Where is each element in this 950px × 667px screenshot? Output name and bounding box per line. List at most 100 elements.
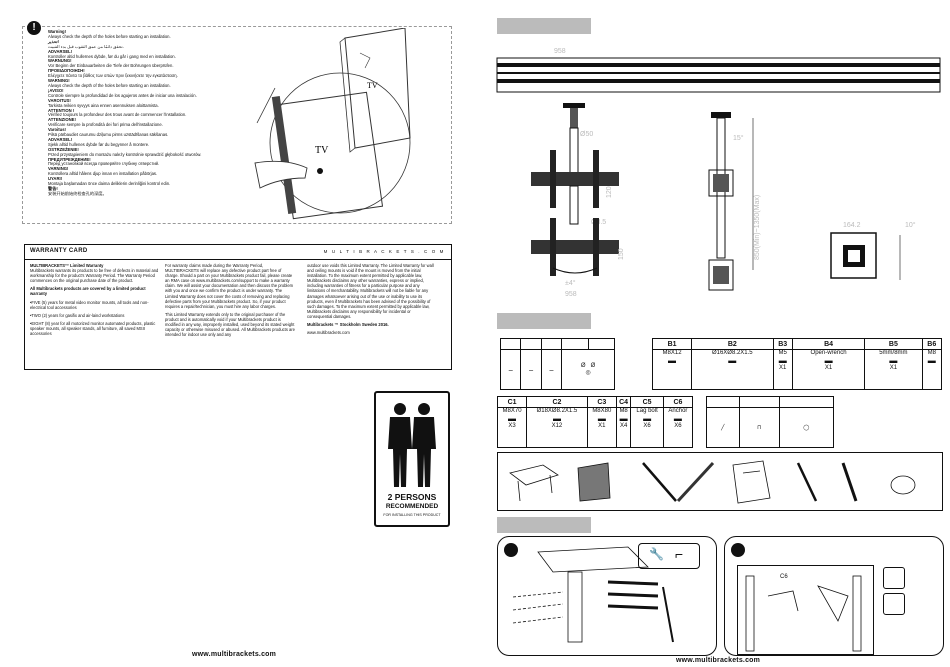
part-b3-spec: M5 xyxy=(778,350,787,356)
part-b2-cell: Ø16XØ8.2X1.5▬ xyxy=(691,349,774,390)
part-c2-icon: ▬ xyxy=(552,414,561,423)
warning-heading: ADVARSEL! xyxy=(48,136,73,142)
part-c4-code: C4 xyxy=(615,396,632,408)
warning-line: Verificare sempre la profondità dei fori… xyxy=(48,122,163,128)
part-b6-spec: M8 xyxy=(927,350,936,356)
components-illustration xyxy=(509,460,916,504)
warranty-coverage-eight: •EIGHT (8) year for all motorized monito… xyxy=(30,320,156,337)
part-c6-qty: X6 xyxy=(674,423,682,429)
warning-line: Vor Beginn der Einbauarbeiten die Tiefe … xyxy=(48,63,174,69)
warning-line: Montaja başlamadan önce daima deliklerin… xyxy=(48,181,171,187)
part-c5-spec: Lag bolt xyxy=(636,408,658,414)
two-persons-badge: 2 PERSONS RECOMMENDED FOR INSTALLING THI… xyxy=(374,391,450,527)
plate-view-drawing: 164.2 10° xyxy=(830,221,916,280)
front-view-drawing: Ø50 120 Ø8.5 150 ±4° 958 xyxy=(531,103,625,298)
part-c2-spec: Ø18XØ8.2X1.5 xyxy=(536,408,578,414)
components-box xyxy=(497,452,943,511)
warning-line: Controle siempre la profundidad de los a… xyxy=(48,92,197,98)
part-c6-code: C6 xyxy=(662,396,694,408)
two-persons-icon xyxy=(388,403,436,487)
warranty-purchaser-text: This Limited Warranty extends only to th… xyxy=(165,311,295,338)
warning-heading: ATTENTION ! xyxy=(48,107,75,113)
part-b3-code: B3 xyxy=(772,338,793,350)
persons-count: 2 PERSONS xyxy=(387,492,437,502)
part-c1-icon: ▬ xyxy=(508,414,517,423)
warning-heading: Warning! xyxy=(48,29,66,34)
part-a2-screw-icon: ⚊ xyxy=(520,349,542,390)
warranty-outdoor-text: outdoor use voids this Limited Warranty.… xyxy=(307,263,434,319)
part-b5-spec: 5mm/8mm xyxy=(879,350,908,356)
part-c3-qty: X1 xyxy=(598,423,606,429)
warranty-card: WARRANTY CARD M U L T I B R A C K E T S … xyxy=(24,244,452,370)
step-1-marker xyxy=(504,543,518,557)
section-header-dimensions xyxy=(497,18,591,34)
part-c3-code: C3 xyxy=(586,396,617,408)
warning-heading: VARNING! xyxy=(48,166,69,172)
persons-note: FOR INSTALLING THIS PRODUCT xyxy=(383,513,441,517)
tv-label-small: TV xyxy=(367,81,378,90)
part-b5-icon: ▬ xyxy=(889,356,898,365)
warranty-card-title: WARRANTY CARD xyxy=(30,248,88,254)
part-c4-cell: M8▬X4 xyxy=(615,407,632,448)
part-c5-code: C5 xyxy=(630,396,664,408)
part-b2-code: B2 xyxy=(691,338,774,350)
dimension-120-label: 120 xyxy=(606,186,613,198)
warning-line: تحقق دائمًا من عمق الثقوب قبل بدء التثبي… xyxy=(48,43,124,49)
warning-line: Always check the depth of the holes befo… xyxy=(48,33,171,39)
washer-b-label: Ø xyxy=(590,363,596,369)
warranty-column-2: For warranty claims made during the Warr… xyxy=(165,263,295,340)
part-a1-screw-icon: ⚊ xyxy=(499,349,522,390)
warning-line: Sjekk alltid hullenes dybde før du begyn… xyxy=(48,141,150,147)
part-b1-cell: M8X12▬ xyxy=(651,349,693,390)
step-2-illustration: C6 xyxy=(745,574,862,652)
warranty-url: www.multibrackets.com xyxy=(307,330,350,336)
step-1-tools: 🔧 ⌐ xyxy=(638,543,700,569)
warning-line: Vérifiez toujours la profondeur des trou… xyxy=(48,112,187,118)
part-c6-spec: Anchor xyxy=(668,408,688,414)
part-c4-spec: M8 xyxy=(619,408,628,414)
part-b5-cell: 5mm/8mm▬X1 xyxy=(864,349,923,390)
warranty-card-brand: M U L T I B R A C K E T S . C O M xyxy=(323,249,445,254)
parts-table-a: ⚊ ⚊ ⚊ Ø Ø◎ xyxy=(499,338,616,390)
right-footer-url: www.multibrackets.com xyxy=(676,657,761,664)
part-c5-icon: ▬ xyxy=(643,414,652,423)
part-c1-code: C1 xyxy=(496,396,528,408)
part-b4-code: B4 xyxy=(791,338,866,350)
section-header-steps xyxy=(497,517,591,533)
part-a-washers: Ø Ø◎ xyxy=(561,349,615,390)
warning-line: Pilsā pārbaudiet caurumu dziļumu pirms u… xyxy=(48,132,169,138)
wrench-icon: 🔧 xyxy=(649,547,664,561)
mount-width-label: 958 xyxy=(565,291,577,298)
warning-heading: ΠΡΟΕΙΔΟΠΟΙΗΣΗ! xyxy=(48,68,85,74)
part-c1-qty: X3 xyxy=(508,423,516,429)
section-header-parts xyxy=(497,313,591,329)
rail-length-label: 958 xyxy=(554,48,566,55)
dimension-150-label: 150 xyxy=(618,248,625,260)
plate-angle-label: 10° xyxy=(905,221,916,229)
step-2-c6-label: C6 xyxy=(780,574,788,580)
warranty-column-3: outdoor use voids this Limited Warranty.… xyxy=(307,263,437,338)
warranty-coverage-two: •TWO (2) years for gasifix and air-laind… xyxy=(30,312,125,318)
part-c1-spec: M8X70 xyxy=(502,408,522,414)
step-1-illustration xyxy=(512,546,674,643)
left-footer-url: www.multibrackets.com xyxy=(192,651,277,658)
warning-line: Przed przystąpieniem do montażu należy k… xyxy=(48,151,202,157)
part-b1-code: B1 xyxy=(651,338,693,350)
warranty-card-header: WARRANTY CARD M U L T I B R A C K E T S … xyxy=(25,245,451,260)
step-2-icon-a xyxy=(883,567,905,589)
part-c2-code: C2 xyxy=(526,396,588,408)
warning-heading: Varoitus! xyxy=(48,127,66,133)
step-2-detail: C6 xyxy=(737,565,874,655)
part-b4-icon: ▬ xyxy=(824,356,833,365)
plate-width-label: 164.2 xyxy=(843,222,861,229)
warranty-coverage-heading: All Multibrackets products are covered b… xyxy=(30,286,146,297)
warning-heading: 警告! xyxy=(48,186,58,191)
part-b3-icon: ▬ xyxy=(778,356,787,365)
cap-ring-icon: ◯ xyxy=(778,407,835,448)
bolt-icon: ⊓ xyxy=(738,407,780,448)
warranty-claims-text: For warranty claims made during the Warr… xyxy=(165,263,294,309)
warning-line: 安装开始前始终检查孔的深度。 xyxy=(48,190,107,196)
warranty-company: Multibrackets ™ Stockholm Sweden 2016. xyxy=(307,322,389,328)
